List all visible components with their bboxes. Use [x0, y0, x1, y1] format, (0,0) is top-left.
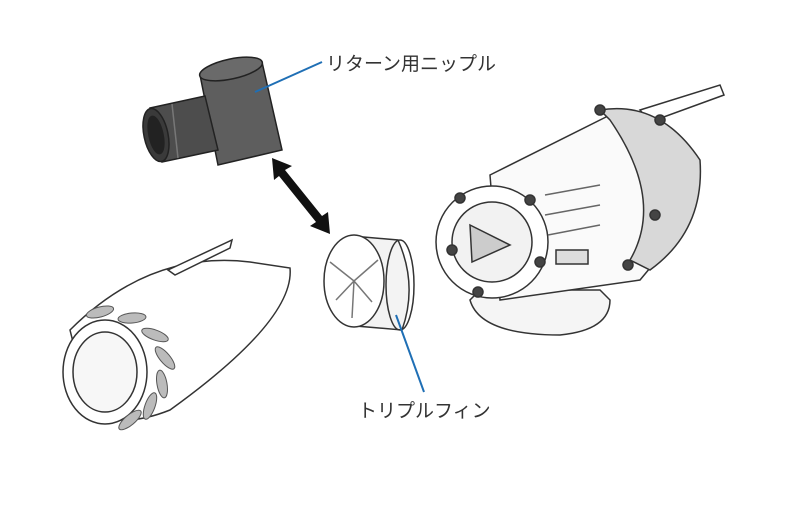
triple-fin: [323, 234, 415, 331]
label-triple-fin: トリプルフィン: [358, 400, 491, 422]
cover: [62, 238, 291, 431]
return-nipple: [142, 56, 283, 166]
label-return-nipple: リターン用ニップル: [326, 53, 497, 75]
blow-off-valve: [435, 84, 725, 336]
leader-line-return-nipple: [254, 61, 323, 93]
leader-line-triple-fin: [395, 314, 425, 393]
double-arrow: [272, 158, 330, 234]
